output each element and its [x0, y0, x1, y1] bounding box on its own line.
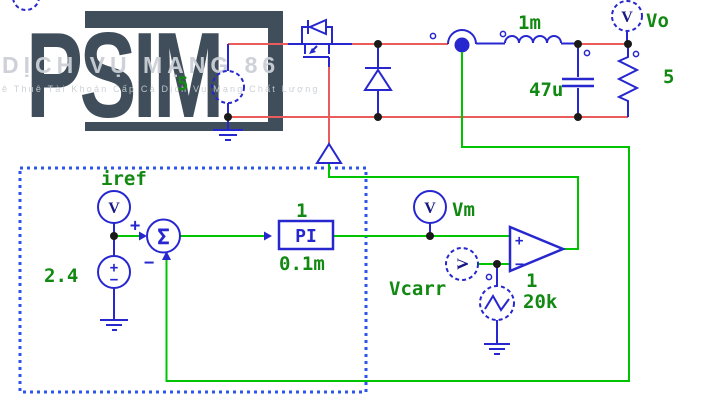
probe-v-icon: V [108, 200, 120, 217]
watermark-logo-text: PSIM [26, 7, 224, 143]
partial-probe-icon[interactable] [12, 0, 40, 11]
source-plus-icon: + [110, 260, 118, 276]
probe-v-icon: V [424, 200, 436, 217]
inductor-value: 1m [518, 12, 541, 34]
source-minus-icon: − [110, 272, 118, 288]
ground-symbol-reference[interactable] [100, 319, 128, 331]
vo-voltage-probe[interactable]: V Vo [611, 0, 669, 32]
watermark-tagline-text: ê Thuê Tài Khoản Cấp Cá Dịch Vụ Mạng Chấ… [2, 84, 320, 94]
vm-voltage-probe[interactable]: V Vm [413, 190, 475, 236]
summing-junction[interactable]: Σ + − [130, 216, 181, 273]
vcarr-voltage-probe[interactable]: V Vcarr [389, 247, 479, 300]
freewheeling-diode[interactable] [363, 44, 393, 117]
pi-controller[interactable]: PI 1 0.1m [277, 200, 335, 275]
mosfet-switch[interactable] [298, 18, 333, 67]
mosfet-gate [303, 56, 330, 67]
load-resistor[interactable]: 5 [616, 44, 674, 117]
reference-value: 2.4 [44, 265, 78, 287]
ground-symbol-carrier[interactable] [484, 343, 510, 355]
sum-plus-sign: + [130, 216, 140, 236]
comparator-plus-sign: + [515, 233, 523, 249]
probe-v-icon: V [455, 258, 472, 270]
reference-voltage-source[interactable]: + − 2.4 [44, 236, 131, 319]
mosfet-arrow-icon [309, 48, 316, 54]
current-sensor[interactable] [447, 29, 477, 53]
carrier-amplitude-value: 1 [526, 270, 537, 292]
input-voltage-source[interactable]: 5 [177, 70, 245, 104]
control-wires[interactable] [114, 52, 630, 382]
inductor[interactable]: 1m [504, 12, 562, 44]
control-block-box[interactable] [18, 166, 368, 394]
polarity-markers [429, 30, 640, 281]
probe-v-icon: V [621, 9, 633, 26]
junction-dots [110, 40, 632, 268]
output-capacitor[interactable]: 47u [529, 44, 594, 117]
watermark-logo-frame [85, 11, 283, 131]
current-sensor-dot-icon [454, 37, 470, 53]
comparator-output-wire [328, 164, 579, 250]
triangle-wave-icon [484, 294, 510, 312]
wire-arrowheads [139, 231, 272, 260]
mosfet-body-diode-icon [307, 18, 327, 36]
input-source-value: 5 [177, 73, 188, 95]
ground-symbol-input[interactable] [213, 117, 243, 141]
capacitor-value: 47u [529, 79, 563, 101]
pi-time-constant-value: 0.1m [279, 253, 325, 275]
pi-gain-value: 1 [296, 200, 307, 222]
iref-probe-label: iref [101, 168, 147, 190]
carrier-frequency-value: 20k [523, 291, 558, 313]
current-feedback-wire [165, 52, 630, 382]
sum-minus-sign: − [144, 253, 154, 273]
comparator[interactable]: + − [508, 225, 567, 273]
on-off-switch-controller[interactable] [315, 142, 343, 164]
watermark-title-text: DỊCH VỤ MẠNG 86 [2, 52, 281, 78]
vo-probe-label: Vo [646, 10, 669, 32]
pi-block-label: PI [295, 226, 317, 247]
iref-voltage-probe[interactable]: V iref [97, 168, 147, 236]
sum-sigma-icon: Σ [157, 225, 170, 249]
load-resistor-value: 5 [663, 66, 674, 88]
power-rail-wires[interactable] [227, 31, 628, 144]
comparator-minus-sign: − [515, 255, 524, 273]
vcarr-probe-label: Vcarr [389, 278, 446, 300]
vm-probe-label: Vm [452, 199, 475, 221]
